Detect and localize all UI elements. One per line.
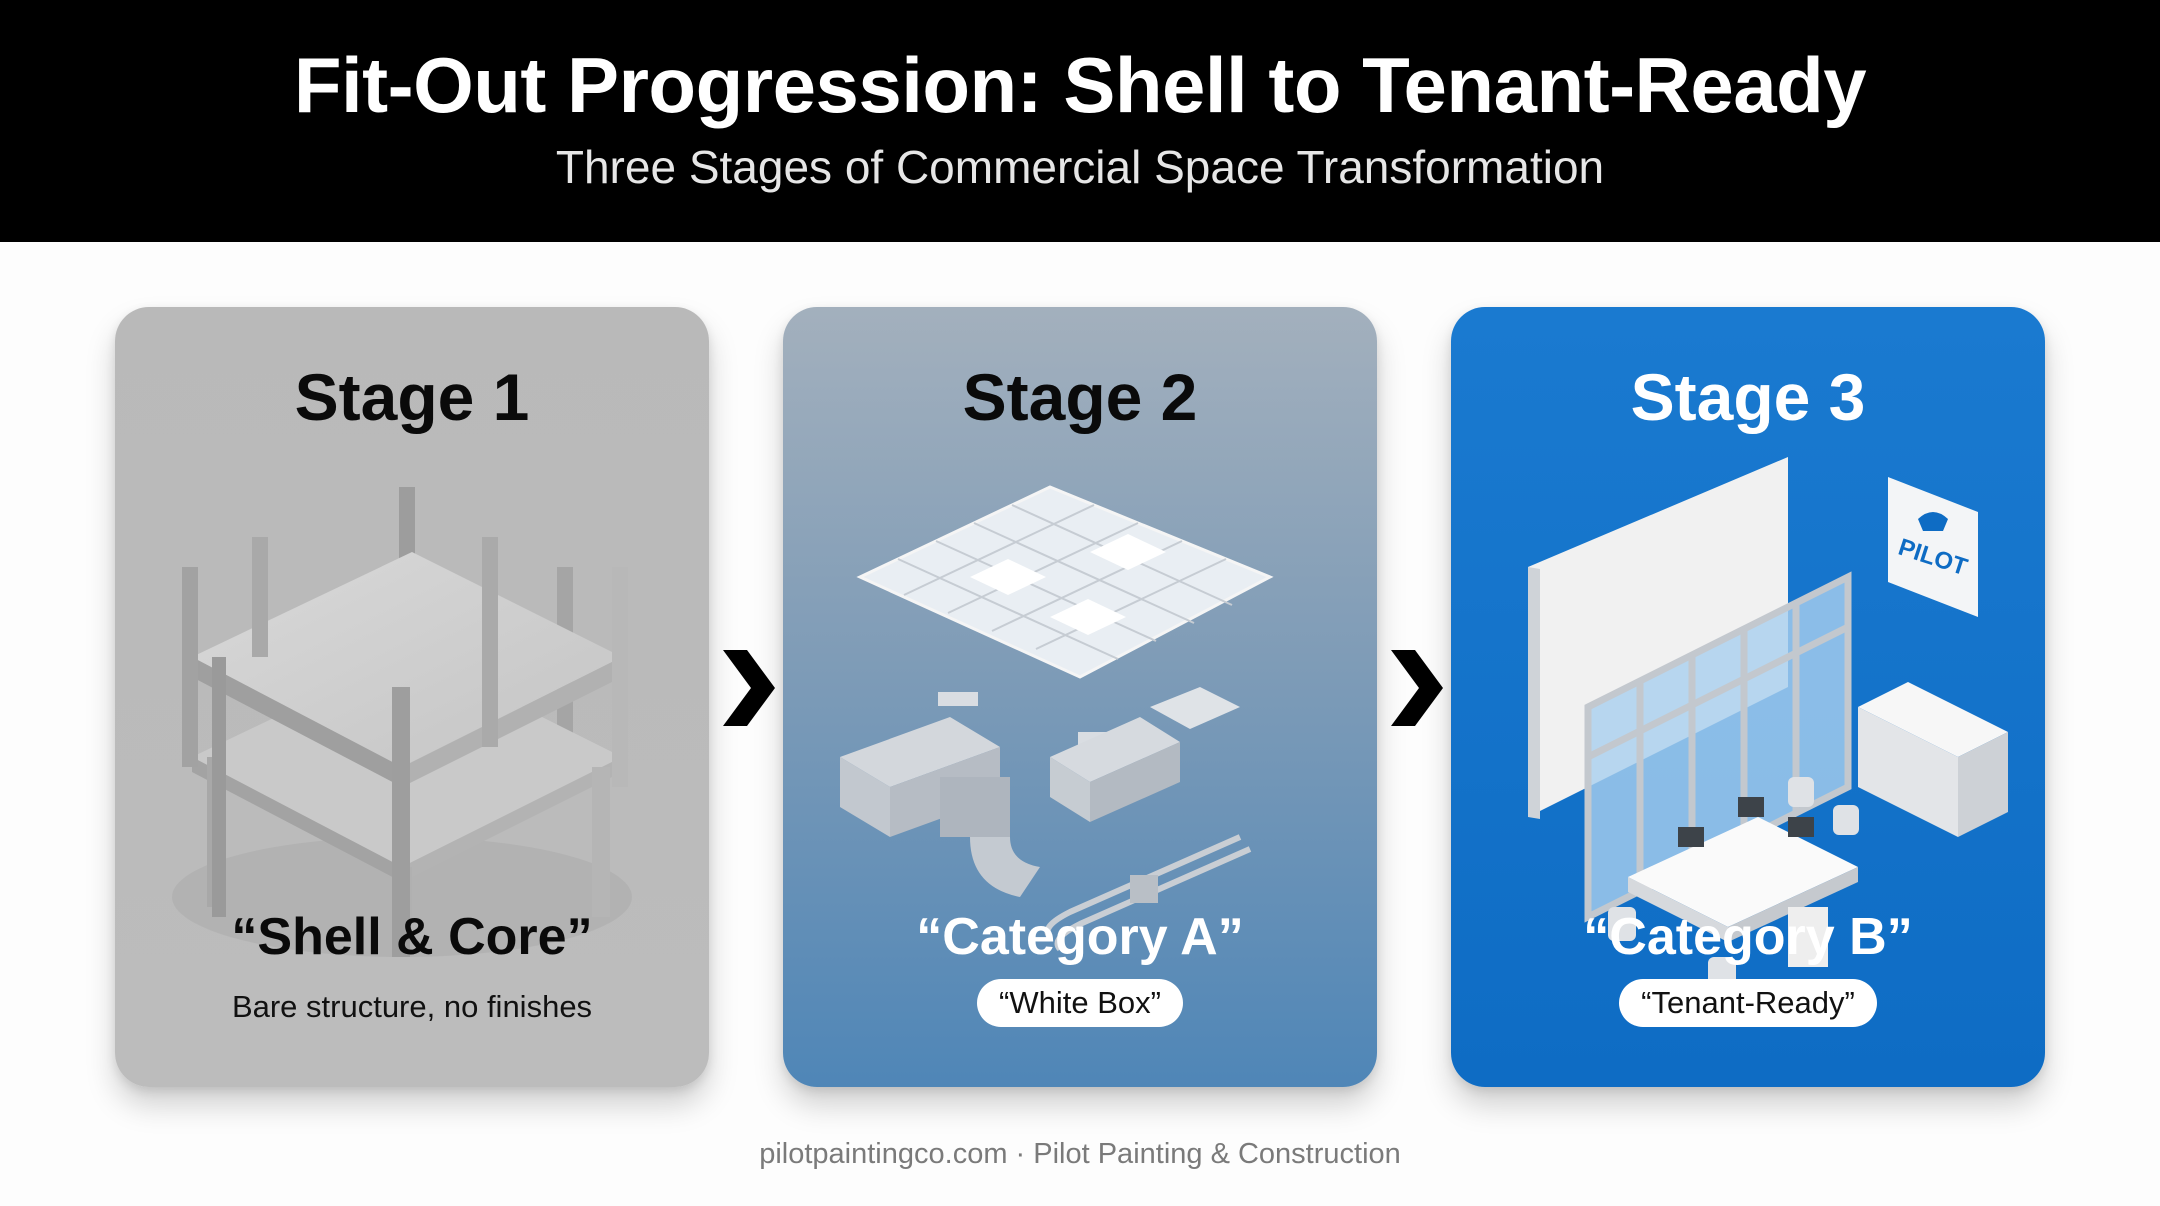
ceiling-grid-ductwork-icon: [840, 485, 1274, 952]
concrete-structure-icon: [172, 487, 632, 957]
page-subtitle: Three Stages of Commercial Space Transfo…: [555, 141, 1605, 193]
stage-3-category: “Category B”: [1583, 908, 1913, 966]
stage-3-card: Stage 3 PILOT: [1451, 307, 2045, 1087]
stage-3-title: Stage 3: [1630, 360, 1866, 434]
stage-2-title: Stage 2: [962, 360, 1198, 434]
stage-2-badge: “White Box”: [977, 979, 1183, 1027]
header-banner: Fit-Out Progression: Shell to Tenant-Rea…: [0, 0, 2160, 242]
stage-2-category: “Category A”: [916, 908, 1244, 966]
stage-1-description: Bare structure, no finishes: [231, 989, 593, 1024]
stage-3-badge: “Tenant-Ready”: [1619, 979, 1877, 1027]
stage-1-category: “Shell & Core”: [231, 908, 593, 966]
chevron-right-icon: [1391, 650, 1443, 726]
stage-2-card: Stage 2: [783, 307, 1377, 1087]
stage-1-title: Stage 1: [294, 360, 530, 434]
page-title: Fit-Out Progression: Shell to Tenant-Rea…: [293, 41, 1867, 129]
chevron-right-icon: [723, 650, 775, 726]
stage-1-card: Stage 1 “Shell & Core” Bare structure, n…: [115, 307, 709, 1087]
footer-credit: pilotpaintingco.com · Pilot Painting & C…: [759, 1138, 1401, 1170]
furnished-office-icon: PILOT: [1528, 457, 2008, 991]
